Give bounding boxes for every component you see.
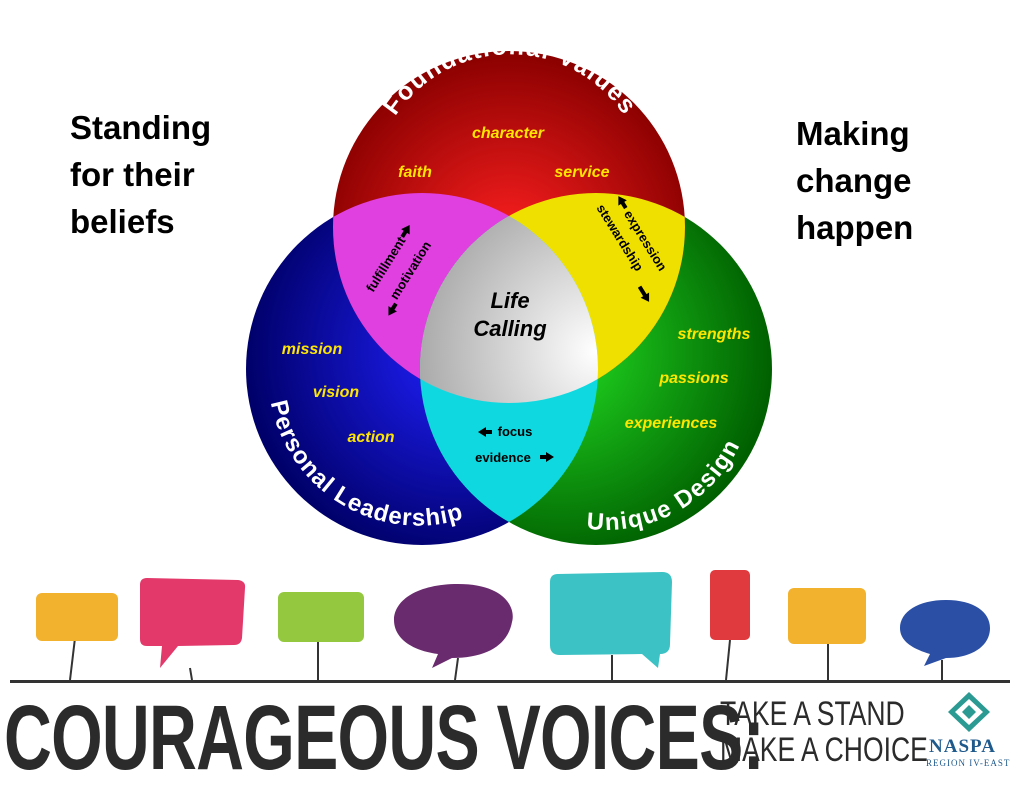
left-statement-line: Standing [70, 109, 212, 146]
right-statement: Making change happen [796, 110, 913, 251]
word-evidence: evidence [475, 450, 531, 465]
speech-bubble-icon [36, 593, 118, 641]
word-faith: faith [398, 164, 432, 181]
word-mission: mission [282, 341, 343, 358]
banner-baseline [10, 680, 1010, 683]
naspa-logo-text: NASPA [929, 736, 996, 757]
arrow-down-icon [388, 302, 398, 316]
arrow-left-icon [478, 427, 492, 437]
right-statement-line: change [796, 162, 912, 199]
speech-bubble-icon [550, 572, 672, 668]
speech-bubble-icon [710, 570, 750, 640]
center-life-calling [420, 193, 598, 403]
center-label-calling: Calling [473, 316, 547, 341]
right-statement-line: happen [796, 209, 914, 246]
arrow-right-icon [637, 285, 650, 302]
word-vision: vision [313, 384, 359, 401]
speech-bubble-banner [10, 570, 1010, 683]
naspa-logo-icon [948, 692, 990, 732]
left-statement-line: beliefs [70, 203, 175, 240]
speech-bubble-icon [788, 588, 866, 644]
speech-bubble-icon [394, 584, 513, 668]
banner-title: COURAGEOUS VOICES: [4, 687, 765, 789]
arrow-right-icon [540, 452, 554, 462]
speech-bubble-icon [140, 578, 246, 668]
word-passions: passions [658, 370, 728, 387]
right-statement-line: Making [796, 115, 910, 152]
word-character: character [472, 125, 545, 142]
tagline-line: TAKE A STAND [720, 695, 905, 733]
speech-bubble-icon [900, 600, 990, 666]
naspa-logo-subtext: REGION IV-EAST [926, 758, 1011, 768]
word-experiences: experiences [625, 415, 718, 432]
word-service: service [554, 164, 609, 181]
tagline-line: MAKE A CHOICE [720, 731, 928, 769]
left-statement-line: for their [70, 156, 195, 193]
venn-diagram: Foundational Values Personal Leadership … [246, 51, 772, 545]
center-label-life: Life [490, 288, 529, 313]
left-statement: Standing for their beliefs [70, 104, 211, 245]
word-action: action [347, 429, 394, 446]
word-strengths: strengths [678, 326, 751, 343]
word-focus: focus [498, 424, 533, 439]
arrow-up-icon [400, 225, 410, 238]
speech-bubble-icon [278, 592, 364, 642]
arrow-left-icon [618, 196, 628, 210]
